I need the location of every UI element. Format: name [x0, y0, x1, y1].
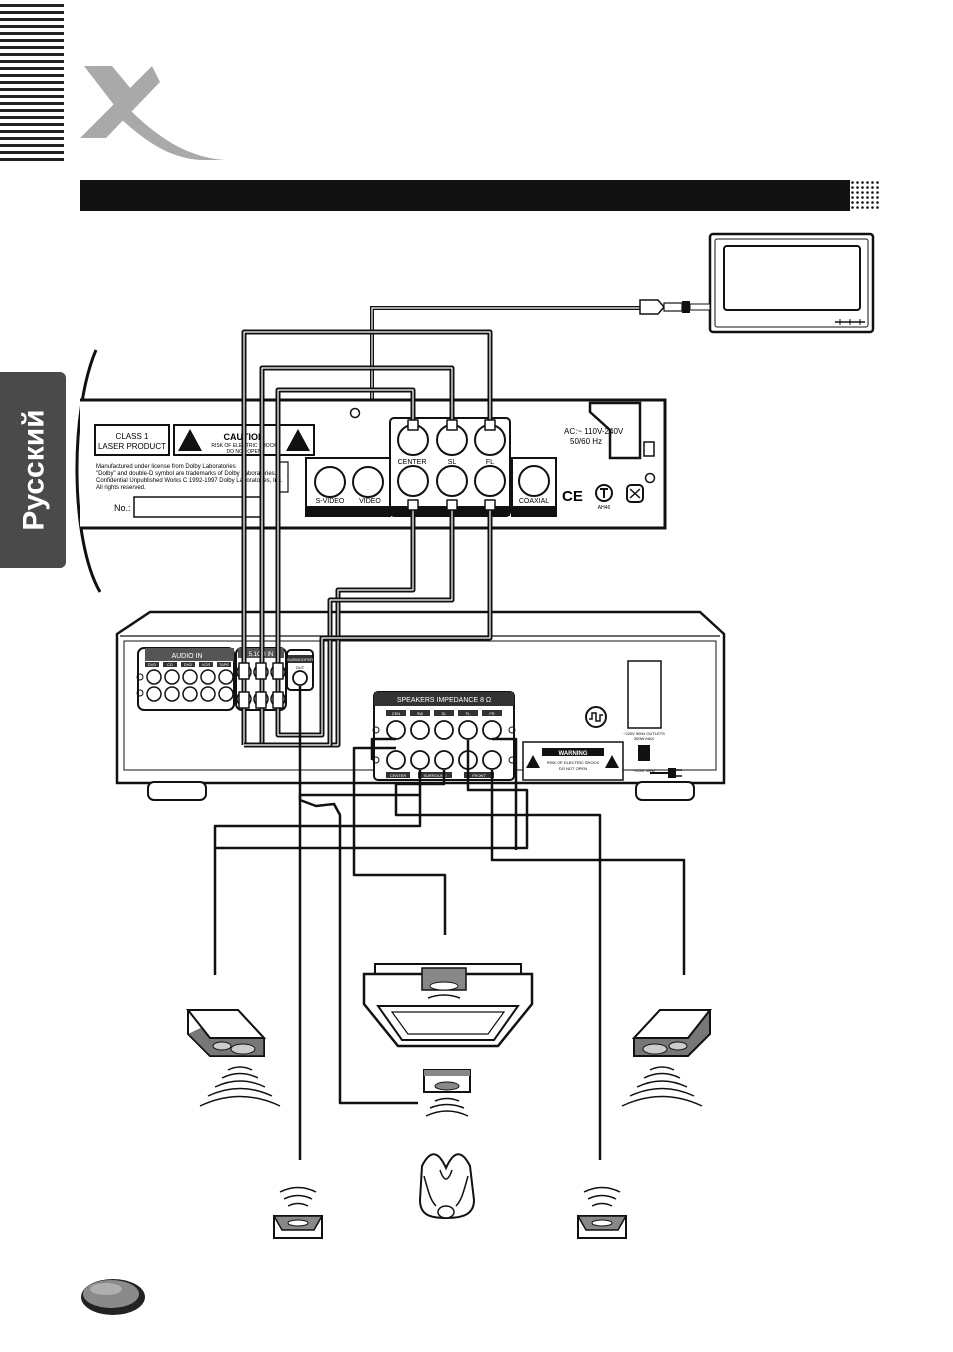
svideo-jack	[314, 466, 346, 498]
shock-warning-icon	[526, 755, 540, 768]
outlet-label-line1: ~220V 50Hz OUTLETS	[623, 731, 665, 736]
dolby-line: "Dolby" and double-D symbol are trademar…	[96, 471, 277, 477]
language-tab	[0, 372, 66, 568]
cert-mark-text: AH46	[598, 505, 611, 511]
class1-text: CLASS 1	[116, 432, 149, 441]
fr-jack	[474, 465, 506, 497]
warning-title: WARNING	[559, 751, 588, 757]
speaker-group-label: FRONT	[472, 773, 486, 778]
ac-frequency-text: 50/60 Hz	[570, 437, 602, 446]
audio-in-input: CD	[167, 662, 173, 667]
laser-product-text: LASER PRODUCT	[98, 442, 166, 451]
warning-line2: DO NOT OPEN	[559, 766, 587, 771]
audio-in-input: DVD	[148, 662, 157, 667]
serial-label: No.:	[114, 503, 131, 513]
ac-voltage-text: AC:~ 110V-240V	[564, 427, 624, 436]
audio-in-input: VCR	[202, 662, 211, 667]
center-label: CENTER	[398, 459, 427, 466]
audio-in-label: AUDIO IN	[171, 653, 202, 660]
cut-line	[75, 349, 102, 593]
outlet-label-line2: 300W MAX	[634, 736, 655, 741]
subwoofer-speaker	[423, 1069, 471, 1117]
video-label: VIDEO	[359, 498, 381, 505]
dolby-line: Manufactured under license from Dolby La…	[96, 464, 236, 470]
power-plug-icon	[668, 768, 676, 778]
page-number-oval	[81, 1279, 145, 1315]
header-band	[80, 180, 880, 211]
speaker-terminal-label: FL	[466, 711, 471, 716]
surround-left-speaker	[272, 1186, 324, 1239]
speaker-terminal-label: SW	[417, 711, 424, 716]
tv-monitor	[708, 232, 875, 334]
listener-figure	[418, 1153, 476, 1220]
ac-outlet	[627, 660, 662, 729]
ce-mark: CE	[562, 488, 583, 505]
coaxial-jack	[518, 465, 550, 497]
speaker-terminal-label: CEN	[392, 711, 401, 716]
subwoofer-label: SUBWOOFER	[287, 657, 313, 662]
front-right-speaker	[621, 1009, 713, 1107]
fl-label: FL	[486, 459, 494, 466]
sl-label: SL	[448, 459, 457, 466]
speaker-terminal-label: SL	[442, 711, 448, 716]
front-left-speaker	[185, 1009, 281, 1107]
video-jack	[352, 466, 384, 498]
shock-warning-icon	[178, 429, 202, 451]
brand-logo	[80, 66, 226, 160]
sr-jack	[436, 465, 468, 497]
dolby-line: All rights reserved.	[96, 485, 146, 491]
power-switch	[638, 745, 650, 761]
edge-stripes	[0, 4, 64, 161]
surround-right-speaker	[576, 1186, 628, 1239]
shock-warning-icon	[286, 429, 310, 451]
coaxial-label: COAXIAL	[519, 498, 549, 505]
svideo-label: S-VIDEO	[316, 498, 345, 505]
dvd-player-back-panel: CLASS 1 LASER PRODUCT CAUTION RISK OF EL…	[80, 398, 667, 530]
speaker-group-label: SURROUND	[423, 773, 446, 778]
subwoofer-out-label: OUT	[296, 665, 305, 670]
mains-label: ~220V 50Hz	[633, 768, 655, 773]
dolby-line: Confidential Unpublished Works C 1992-19…	[96, 478, 283, 484]
warning-line1: RISK OF ELECTRIC SHOCK	[547, 760, 600, 765]
speaker-group-label: CENTER	[390, 773, 407, 778]
speaker-terminal-label: FR	[489, 711, 494, 716]
audio-in-input: TAPE	[219, 662, 229, 667]
speaker-wires	[213, 686, 686, 1160]
audio-in-input: DVD	[184, 662, 193, 667]
center-speaker-tv	[362, 963, 534, 1048]
sw-jack	[397, 465, 429, 497]
shock-warning-icon	[605, 755, 619, 768]
speakers-impedance-label: SPEAKERS IMPEDANCE 8 Ω	[397, 697, 491, 704]
subwoofer-out-jack	[292, 670, 308, 686]
